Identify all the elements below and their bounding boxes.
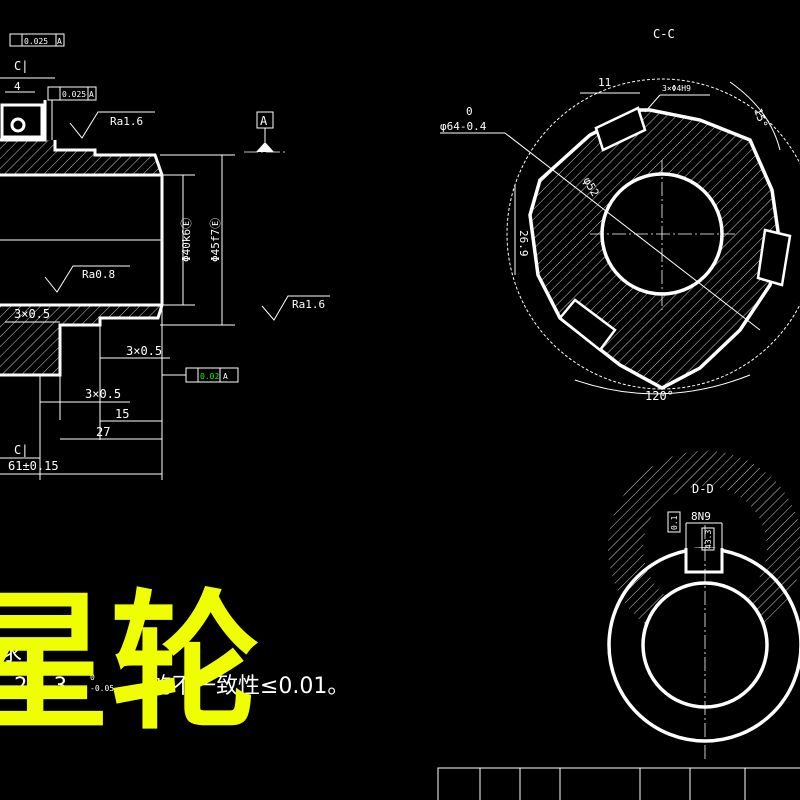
dd-keyway (684, 548, 724, 574)
dd-ring (608, 451, 800, 645)
reference-circle (506, 78, 800, 390)
note-line1: 求 (0, 641, 22, 666)
dim-26-9: 26.9 (517, 230, 530, 257)
dim-11: 11 (598, 76, 611, 89)
technical-notes: 求 24.3 0 -0.05 的不一致性≤0.01。 (0, 641, 349, 699)
part-outline-upper (0, 100, 164, 305)
dim-15: 15 (115, 407, 129, 421)
key-width: 8N9 (691, 510, 711, 523)
perp-datum: A (89, 90, 94, 99)
slot-top (594, 106, 647, 152)
angle-120: 120° (645, 389, 674, 403)
datum-a-label: A (260, 114, 268, 128)
runout-datum: A (223, 372, 228, 381)
dim-27: 27 (96, 425, 110, 439)
perpendicularity-frame (47, 86, 97, 101)
note-tol-lower: -0.05 (90, 684, 114, 693)
section-dd-view: D-D 8N9 0.1 43.3 (607, 451, 800, 760)
dia-40-label: Φ40k6Ⓔ (180, 218, 193, 262)
flatness-tol-value: 0.025 (24, 37, 48, 46)
angle-15: 15° (751, 107, 770, 130)
ra-right: Ra1.6 (292, 298, 325, 311)
dia-64-upper: 0 (466, 105, 473, 118)
dia-45-label: Φ45f7Ⓔ (209, 218, 222, 262)
slot-bottom (558, 298, 617, 352)
left-part-view: 0.025 A C| 4 0.025 A Ra1.6 A Φ40k6Ⓔ Φ45f… (0, 33, 330, 480)
flatness-datum: A (57, 37, 62, 46)
key-depth-1: 0.1 (670, 515, 679, 530)
note-line2-rest: 的不一致性≤0.01。 (150, 674, 349, 699)
ra-mid: Ra0.8 (82, 268, 115, 281)
upper-hatch-region (0, 140, 160, 175)
chamfer-left: 3×0.5 (14, 307, 50, 321)
note-line2-value: 24.3 (14, 674, 67, 699)
ra-top: Ra1.6 (110, 115, 143, 128)
section-cc-view: C-C 11 3×Φ4H9 15° 0 φ64-0.4 φ52 26.9 120… (440, 27, 800, 403)
title-block (437, 767, 800, 800)
section-cc-title: C-C (653, 27, 675, 41)
holes-spec: 3×Φ4H9 (662, 84, 691, 93)
dia-64-label: φ64-0.4 (440, 120, 487, 133)
bolt-head (0, 103, 44, 139)
perp-tol-value: 0.025 (62, 90, 86, 99)
dim-4: 4 (14, 80, 21, 93)
flatness-frame (9, 33, 65, 47)
slot-right (756, 228, 792, 287)
overlay-title: 星轮 (0, 577, 260, 751)
note-tol-upper: 0 (90, 673, 95, 682)
runout-tol-value: 0.02 (200, 372, 219, 381)
section-label-bottom: C| (14, 443, 28, 457)
section-label-top: C| (14, 59, 28, 73)
dim-61: 61±0.15 (8, 459, 59, 473)
chamfer-bottom: 3×0.5 (85, 387, 121, 401)
bolt-hole (10, 117, 26, 133)
chamfer-right: 3×0.5 (126, 344, 162, 358)
key-depth-2: 43.3 (704, 530, 713, 549)
